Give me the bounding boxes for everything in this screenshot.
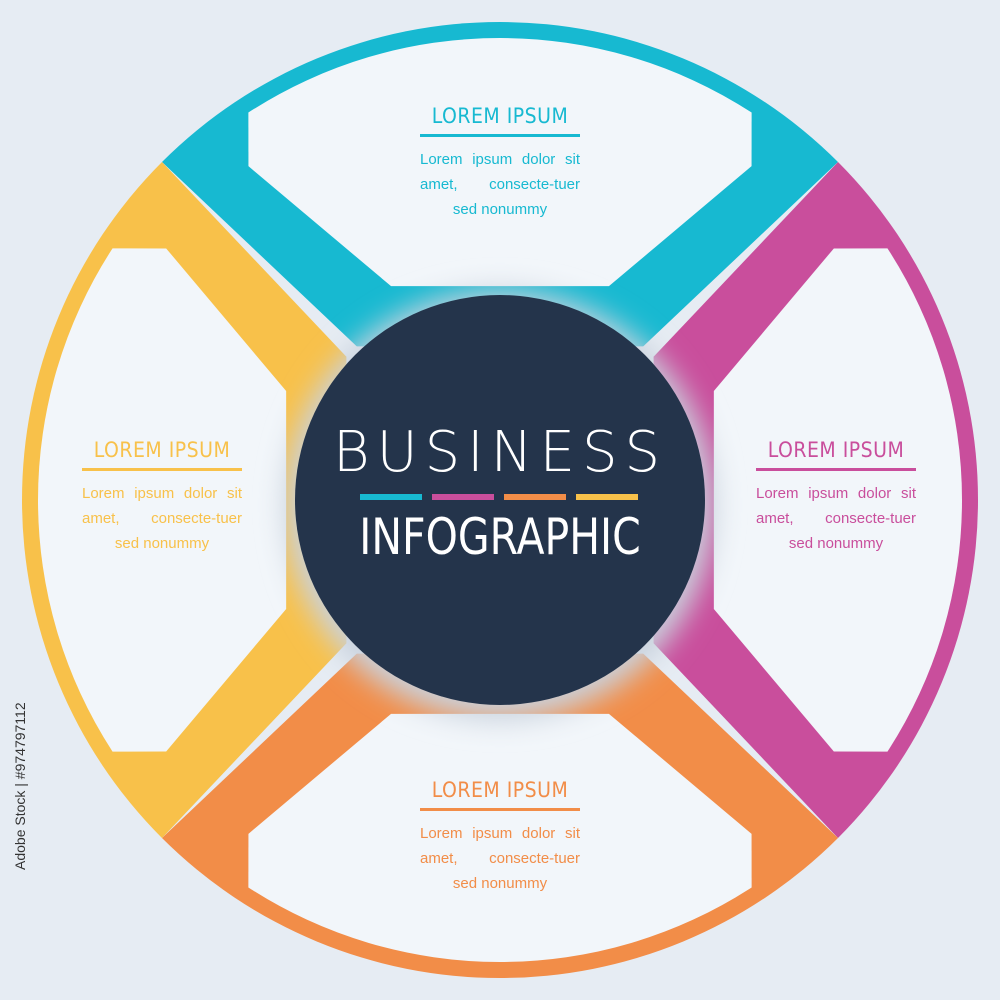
segment-panels	[37, 37, 962, 962]
segment-bottom-body: Lorem ipsum dolor sit amet, consecte-tue…	[420, 825, 580, 892]
center-bar-3	[504, 494, 566, 500]
stock-id-text: Adobe Stock | #974797112	[12, 702, 28, 870]
center-bar-2	[432, 494, 494, 500]
segment-top-label: LOREM IPSUM Lorem ipsum dolor sit amet, …	[420, 104, 580, 222]
center-bar-4	[576, 494, 638, 500]
segment-top-title: LOREM IPSUM	[420, 104, 580, 137]
center-circle	[295, 295, 705, 705]
segment-bottom-title: LOREM IPSUM	[420, 778, 580, 811]
panel-left	[37, 248, 287, 752]
panel-top	[248, 37, 752, 287]
segment-right-title: LOREM IPSUM	[756, 438, 916, 471]
center-color-bars	[360, 494, 640, 500]
segment-right-label: LOREM IPSUM Lorem ipsum dolor sit amet, …	[756, 438, 916, 556]
segment-bottom-label: LOREM IPSUM Lorem ipsum dolor sit amet, …	[420, 778, 580, 896]
segment-right-body: Lorem ipsum dolor sit amet, consecte-tue…	[756, 485, 916, 552]
segment-left-title: LOREM IPSUM	[82, 438, 242, 471]
center-bar-1	[360, 494, 422, 500]
segment-left-label: LOREM IPSUM Lorem ipsum dolor sit amet, …	[82, 438, 242, 556]
panel-right	[713, 248, 962, 752]
panel-bottom	[248, 713, 752, 962]
segment-top-body: Lorem ipsum dolor sit amet, consecte-tue…	[420, 151, 580, 218]
center-title-line1: BUSINESS	[332, 420, 668, 485]
segment-left-body: Lorem ipsum dolor sit amet, consecte-tue…	[82, 485, 242, 552]
center-title: BUSINESS INFOGRAPHIC	[300, 300, 700, 700]
center-title-line2: INFOGRAPHIC	[359, 508, 641, 566]
